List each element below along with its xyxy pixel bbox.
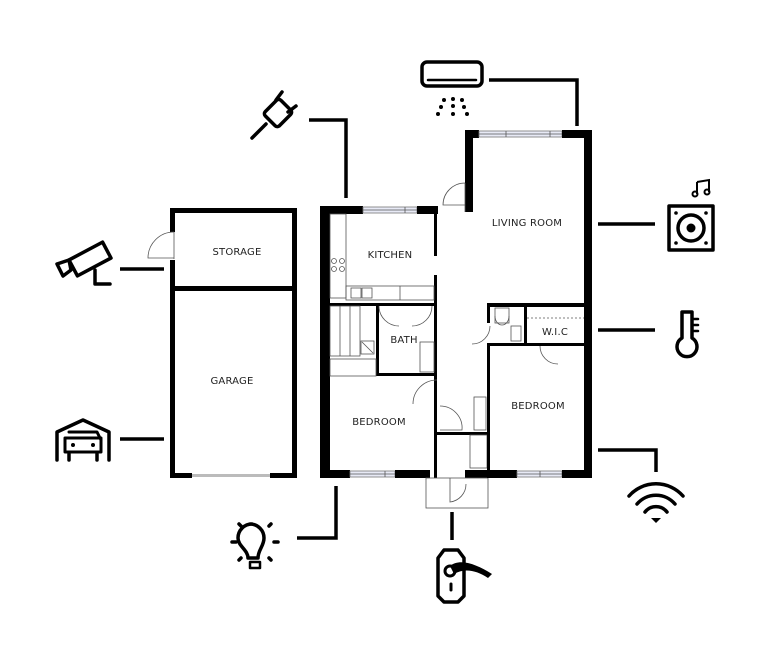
device-connectors [120, 78, 658, 540]
garage-car-icon[interactable] [55, 418, 111, 462]
room-label-storage: STORAGE [212, 247, 261, 258]
security-camera-icon[interactable] [55, 240, 113, 286]
room-label-living-room: LIVING ROOM [492, 218, 562, 229]
door-handle-lock-icon[interactable] [436, 548, 492, 604]
wifi-icon[interactable] [627, 482, 685, 523]
main-house: KITCHEN BATH BEDROOM [320, 130, 592, 509]
garage-building: STORAGE GARAGE [147, 208, 297, 478]
power-plug-icon[interactable] [250, 90, 298, 140]
room-label-kitchen: KITCHEN [368, 250, 413, 261]
room-label-bath: BATH [390, 335, 417, 346]
room-label-bedroom-left: BEDROOM [352, 417, 406, 428]
thermometer-icon[interactable] [675, 310, 700, 359]
room-label-garage: GARAGE [210, 376, 253, 387]
light-bulb-icon[interactable] [230, 522, 280, 570]
air-conditioner-icon[interactable] [420, 60, 484, 116]
room-label-bedroom-right: BEDROOM [511, 401, 565, 412]
music-note-icon [691, 178, 711, 198]
speaker-music-icon[interactable] [667, 178, 715, 252]
room-label-wic: W.I.C [542, 327, 568, 338]
